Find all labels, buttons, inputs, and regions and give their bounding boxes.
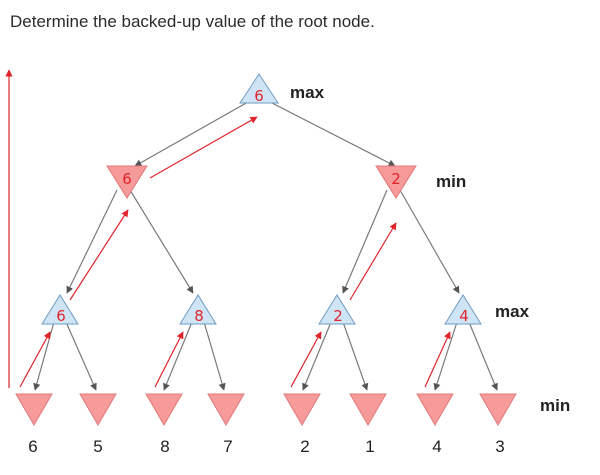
- leaf-value-1: 6: [28, 437, 37, 456]
- root-value: 6: [254, 87, 264, 105]
- max-node-2: [179, 294, 217, 325]
- max-node-1-value: 6: [56, 307, 66, 325]
- max-node-4: [444, 294, 482, 325]
- max-node-1: [41, 294, 79, 325]
- leaf-value-2: 5: [93, 437, 102, 456]
- level-label-1: min: [436, 172, 466, 191]
- leaf-value-6: 1: [365, 437, 374, 456]
- min-node-left-value: 6: [122, 170, 132, 188]
- tree-edges: [33, 101, 498, 391]
- question-text: Determine the backed-up value of the roo…: [10, 12, 375, 31]
- leaf-value-5: 2: [300, 437, 309, 456]
- min-node-left: [106, 165, 148, 199]
- max-node-3-value: 2: [333, 307, 343, 325]
- leaf-node-7: [416, 393, 454, 426]
- leaf-value-7: 4: [432, 437, 441, 456]
- leaf-value-4: 7: [223, 437, 232, 456]
- max-node-3: [318, 294, 356, 325]
- leaf-node-6: [349, 393, 387, 426]
- root-max-node: [239, 73, 279, 104]
- leaf-node-8: [479, 393, 517, 426]
- leaf-node-4: [207, 393, 245, 426]
- leaf-node-2: [79, 393, 117, 426]
- leaf-value-3: 8: [160, 437, 169, 456]
- max-node-4-value: 4: [459, 307, 469, 325]
- leaf-node-3: [145, 393, 183, 426]
- level-label-root: max: [290, 83, 325, 102]
- leaf-node-1: [15, 393, 53, 426]
- level-label-3: min: [540, 396, 570, 415]
- max-node-2-value: 8: [194, 307, 204, 325]
- leaf-value-8: 3: [495, 437, 504, 456]
- backup-arrows: [5, 69, 451, 388]
- min-node-right: [375, 165, 417, 199]
- level-label-2: max: [495, 302, 530, 321]
- min-node-right-value: 2: [391, 170, 401, 188]
- leaf-node-5: [283, 393, 321, 426]
